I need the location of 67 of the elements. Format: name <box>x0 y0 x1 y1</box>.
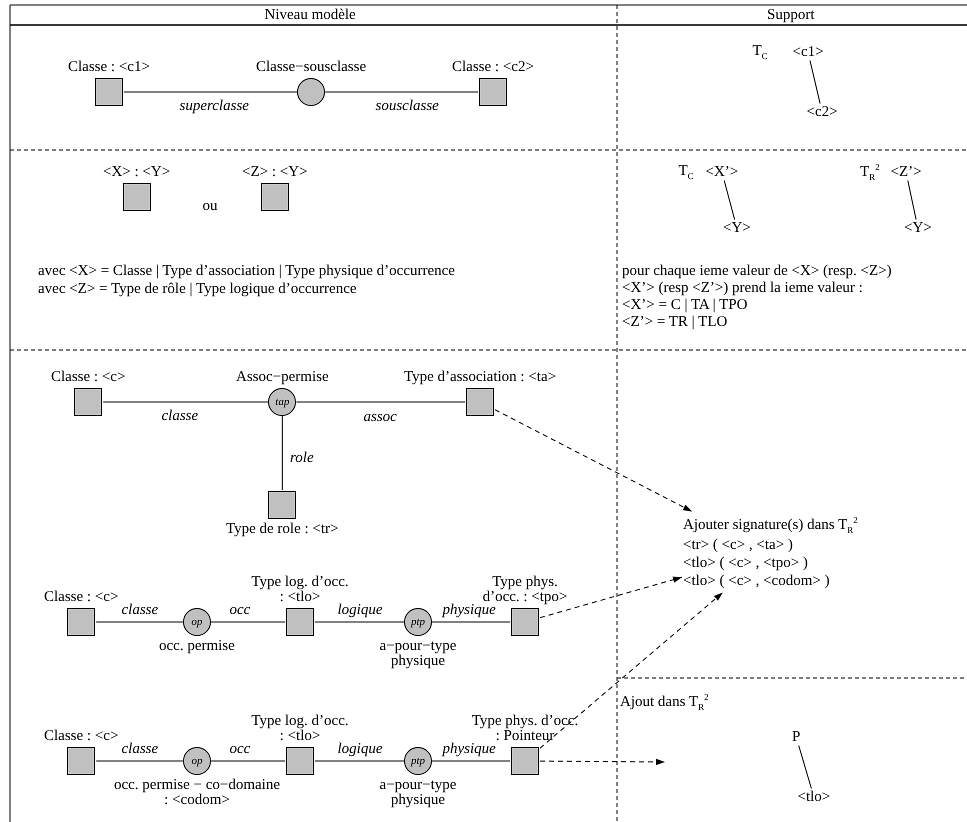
node-label: Type phys. d’occ. : Pointeur <box>472 714 580 744</box>
signature-text: <tlo> ( <c> , <tpo> ) <box>683 556 809 570</box>
edge-label: physique <box>442 742 497 756</box>
tree-node-label: P <box>792 730 800 744</box>
tree-node-label: <c1> <box>792 44 824 60</box>
node-label: occ. permise <box>159 639 235 654</box>
type-symbol: T$_{C}$ <box>752 44 768 61</box>
note-text: avec <X> = Classe | Type d’association | Type physique d’occurrence <box>38 264 455 280</box>
edge-label: physique <box>442 602 497 618</box>
relation-circle: ptp <box>404 747 432 775</box>
node-label: Classe : <c> <box>44 590 118 605</box>
node-label: Type d’association : <ta> <box>404 370 556 385</box>
note-text: avec <Z> = Type de rôle | Type logique d’occurrence <box>38 282 357 298</box>
arrow <box>540 592 724 749</box>
edge-label: classe <box>120 602 160 618</box>
node-label: <X> : <Y> <box>103 165 170 180</box>
tree-node-label: <X’> <box>706 164 738 180</box>
tree-node-label: <Y> <box>723 220 751 236</box>
node-label: occ. permise − co−domaine : <codom> <box>112 778 282 808</box>
note-text: <Z’> = TR | TLO <box>622 315 728 331</box>
signature-text: <tlo> ( <c> , <codom> ) <box>683 574 831 588</box>
node-label: Type de role : <tr> <box>226 522 338 537</box>
edge-label: logique <box>336 742 384 756</box>
node-label: Classe−sousclasse <box>256 60 366 75</box>
arrow <box>540 576 682 618</box>
connector-line <box>282 416 283 490</box>
connector-line <box>810 60 821 104</box>
edge-label: classe <box>160 408 200 424</box>
type-symbol: T$_{C}$ <box>678 164 694 181</box>
connector-line <box>210 760 286 762</box>
conjunction-text: ou <box>202 199 218 215</box>
tree-node-label: <Z’> <box>890 164 922 180</box>
node-label: a−pour−type physique <box>378 778 458 808</box>
signature-text: <tr> ( <c> , <ta> ) <box>683 538 794 552</box>
relation-circle: op <box>182 608 211 636</box>
node-label: <Z> : <Y> <box>242 165 308 180</box>
relation-circle: tap <box>268 388 296 416</box>
node-label: Classe : <c> <box>44 729 118 744</box>
connector-line <box>798 745 812 789</box>
connector-line <box>432 760 510 762</box>
node-label: a−pour−type physique <box>378 639 458 669</box>
edge-label: superclasse <box>178 98 250 114</box>
edge-label: logique <box>336 602 384 618</box>
relation-circle: ptp <box>404 608 432 636</box>
note-text: <X’> (resp <Z’>) prend la ieme valeur : <box>622 281 863 297</box>
column-header: Niveau modèle <box>264 8 356 24</box>
node-label: Classe : <c2> <box>452 60 534 75</box>
tree-node-label: <Y> <box>904 220 932 236</box>
note-text: pour chaque ieme valeur de <X> (resp. <Z>) <box>622 264 892 280</box>
connector-line <box>724 180 736 220</box>
column-header: Support <box>767 8 815 24</box>
relation-circle: op <box>183 747 211 775</box>
tree-node-label: <tlo> <box>798 790 830 804</box>
tree-node-label: <c2> <box>806 104 838 120</box>
arrow <box>540 758 666 766</box>
connector-line <box>314 760 404 762</box>
node-label: Classe : <c> <box>51 370 126 385</box>
note-text: <X’> = C | TA | TPO <box>622 298 748 314</box>
node-label: Classe : <c1> <box>68 60 150 75</box>
node-label: Assoc−permise <box>236 370 329 385</box>
edge-label: classe <box>120 742 160 756</box>
connector-line <box>907 180 917 220</box>
edge-label: sousclasse <box>374 98 440 114</box>
node-label: Type phys. d’occ. : <tpo> <box>482 575 568 605</box>
arrow <box>494 409 692 512</box>
edge-label: role <box>289 450 315 466</box>
connector-line <box>96 760 184 762</box>
